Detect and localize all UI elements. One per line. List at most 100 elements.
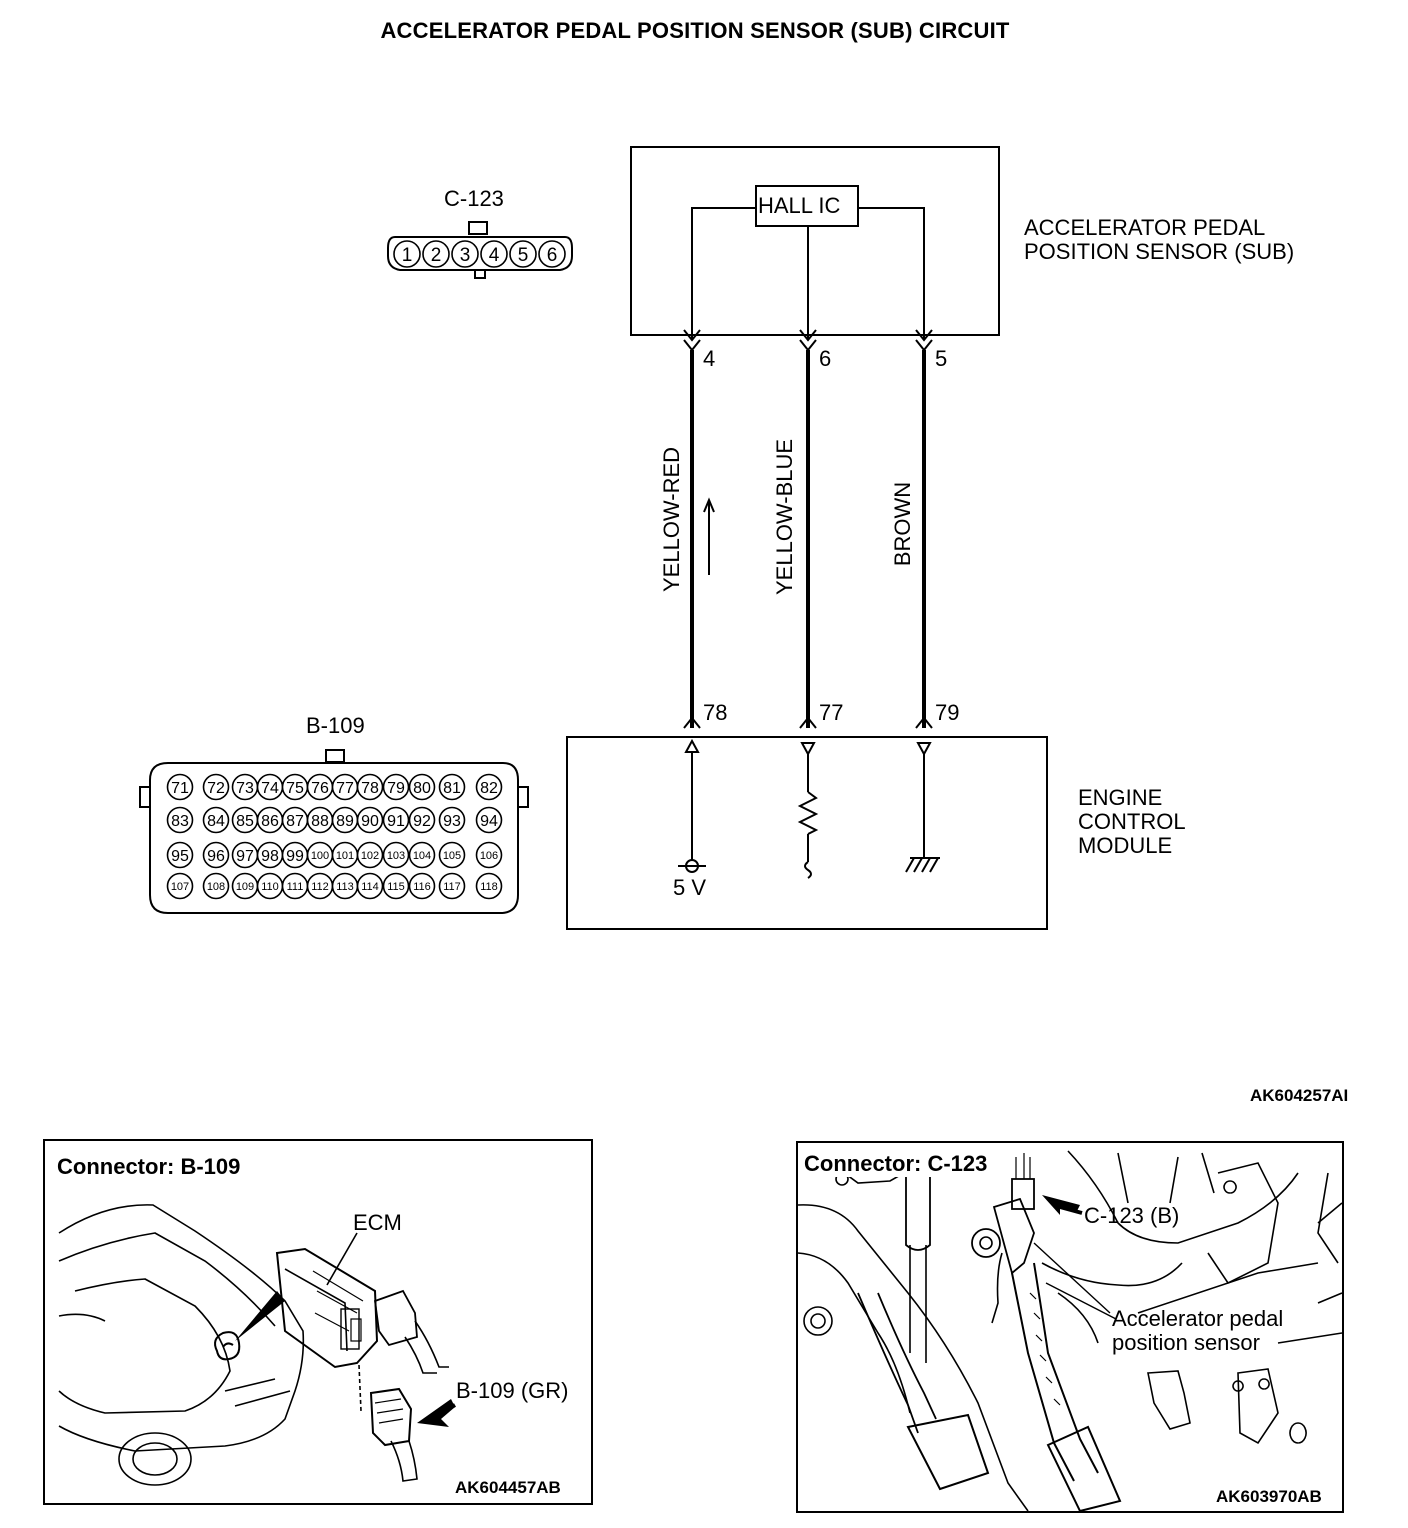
pin-number: 89	[336, 813, 354, 830]
wire-color-yellow-red: YELLOW-RED	[659, 446, 684, 592]
b109-pin: 85	[231, 806, 259, 834]
b109-pin: 73	[231, 773, 259, 801]
b109-pin: 106	[475, 841, 503, 869]
pin-number: 86	[261, 813, 279, 830]
b109-pin: 83	[166, 806, 194, 834]
pin-number: 105	[443, 850, 461, 862]
pin-number: 74	[261, 780, 279, 797]
b109-pin: 112	[306, 872, 334, 900]
ecm-name-line1: ENGINE	[1078, 785, 1163, 810]
b109-pin: 84	[202, 806, 230, 834]
sensor-callout-line1: Accelerator pedal	[1112, 1306, 1284, 1331]
pin-number: 71	[171, 780, 189, 797]
pin-number: 79	[387, 780, 405, 797]
pin-number: 95	[171, 848, 189, 865]
sensor-pin-4: 4	[703, 346, 716, 371]
sensor-pin-5: 5	[935, 346, 948, 371]
ecm-name-line2: CONTROL	[1078, 809, 1186, 834]
figure-code: AK604257AI	[1250, 1086, 1349, 1105]
b109-pin: 111	[281, 872, 309, 900]
wire-color-yellow-blue: YELLOW-BLUE	[772, 438, 797, 595]
pin-number: 76	[311, 780, 329, 797]
pin-number: 85	[236, 813, 254, 830]
pin-number: 110	[261, 881, 279, 893]
b109-pin: 76	[306, 773, 334, 801]
b109-pin: 81	[438, 773, 466, 801]
panel-right-code: AK603970AB	[1216, 1487, 1322, 1506]
b109-pin: 107	[166, 872, 194, 900]
c123-pin: 4	[480, 240, 508, 268]
pin-number: 90	[361, 813, 379, 830]
b109-pin: 88	[306, 806, 334, 834]
b109-pin: 86	[256, 806, 284, 834]
b109-pin: 78	[356, 773, 384, 801]
pin-number: 77	[336, 780, 354, 797]
b109-pin: 109	[231, 872, 259, 900]
b109-pin: 79	[382, 773, 410, 801]
pin-number: 97	[236, 848, 254, 865]
b109-pin: 98	[256, 841, 284, 869]
ecm-box	[566, 736, 1048, 930]
pin-number: 73	[236, 780, 254, 797]
pin-number: 80	[413, 780, 431, 797]
pin-number: 99	[286, 848, 304, 865]
connector-c123-panel: Connector: C-123 C-123 (B) Accelerator p…	[796, 1141, 1344, 1513]
pin-number: 78	[361, 780, 379, 797]
b109-pin: 104	[408, 841, 436, 869]
pin-number: 111	[287, 881, 304, 893]
ecm-pin-77: 77	[819, 700, 844, 725]
pin-number: 115	[387, 881, 405, 893]
pin-number: 100	[311, 850, 329, 862]
b109-pin: 99	[281, 841, 309, 869]
ecm-location-illustration	[58, 1204, 456, 1486]
pin-number: 81	[443, 780, 461, 797]
sensor-name-line1: ACCELERATOR PEDAL	[1024, 215, 1266, 240]
pin-number: 103	[387, 850, 405, 862]
ecm-callout-label: ECM	[353, 1210, 402, 1235]
b109-label: B-109	[306, 713, 365, 738]
ecm-name-line3: MODULE	[1078, 833, 1173, 858]
pin-number: 88	[311, 813, 329, 830]
b109-pin: 92	[408, 806, 436, 834]
b109-pin: 115	[382, 872, 410, 900]
ecm-pin-78: 78	[703, 700, 728, 725]
pin-number: 75	[286, 780, 304, 797]
b109-pin: 113	[331, 872, 359, 900]
pin-number: 4	[489, 245, 500, 266]
pin-number: 98	[261, 848, 279, 865]
pin-number: 109	[236, 881, 254, 893]
resistor-symbol	[797, 791, 819, 835]
b109-pin: 87	[281, 806, 309, 834]
b109-pin: 89	[331, 806, 359, 834]
panel-right-heading: Connector: C-123	[804, 1151, 990, 1177]
c123-pin: 5	[509, 240, 537, 268]
b109-pin: 91	[382, 806, 410, 834]
pin-number: 5	[518, 245, 529, 266]
pin-number: 92	[413, 813, 431, 830]
pin-number: 82	[480, 780, 498, 797]
pin-number: 108	[207, 881, 225, 893]
b109-pin: 93	[438, 806, 466, 834]
pin-number: 102	[361, 850, 379, 862]
b109-pin: 82	[475, 773, 503, 801]
pin-number: 2	[431, 245, 442, 266]
b109-pin: 118	[475, 872, 503, 900]
b109-pin: 95	[166, 841, 194, 869]
pin-number: 116	[413, 881, 431, 893]
c123-label: C-123	[444, 186, 504, 211]
b109-pin: 110	[256, 872, 284, 900]
c123-pin: 2	[422, 240, 450, 268]
voltage-label: 5 V	[673, 875, 707, 900]
pin-number: 6	[547, 245, 558, 266]
b109-pin: 80	[408, 773, 436, 801]
b109-pin: 90	[356, 806, 384, 834]
panel-left-heading: Connector: B-109	[57, 1154, 241, 1179]
c123-pin: 6	[538, 240, 566, 268]
pin-number: 106	[480, 850, 498, 862]
b109-pin: 96	[202, 841, 230, 869]
pedal-location-illustration	[798, 1150, 1342, 1511]
pin-number: 117	[443, 881, 461, 893]
pin-number: 3	[460, 245, 471, 266]
b109-pin: 102	[356, 841, 384, 869]
